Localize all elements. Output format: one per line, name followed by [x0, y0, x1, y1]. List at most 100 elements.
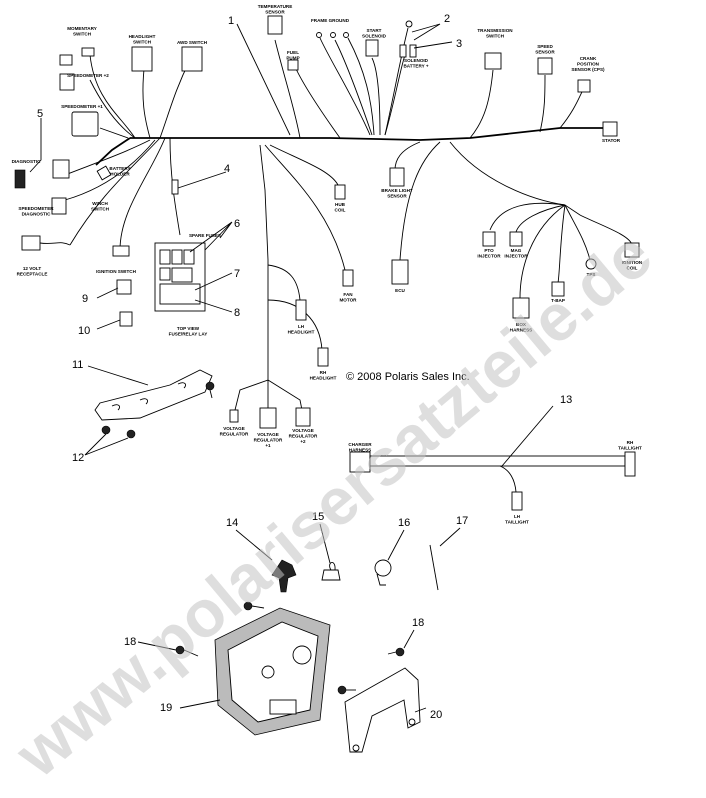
speedometer-1-label-line: SPEEDOMETER +1	[61, 104, 103, 109]
volt-receptacle-label-line: 12 VOLT	[23, 266, 41, 271]
speedometer-diagnostic-label-line: SPEEDOMETER	[18, 206, 54, 211]
stator-label: STATOR	[602, 138, 621, 143]
tps-label: TPS	[587, 272, 596, 277]
crank-position-sensor-label-line: POSITION	[577, 61, 600, 66]
stator-label-line: STATOR	[602, 138, 621, 143]
ecu-label-line: ECU	[395, 288, 405, 293]
speedometer-1-label: SPEEDOMETER +1	[61, 104, 103, 109]
callout-leaders	[29, 23, 554, 713]
lh-headlight-label-line: HEADLIGHT	[288, 329, 315, 334]
voltage-regulator-label-line: REGULATOR	[220, 431, 249, 436]
momentary-switch-label-line: SWITCH	[73, 31, 92, 36]
spare-fuses-label: SPARE FUSES	[189, 233, 221, 238]
pto-injector-label-line: PTO	[484, 248, 494, 253]
fuel-pump-label-line: PUMP	[286, 55, 299, 60]
battery-holder-label-line: BATTERY	[109, 166, 130, 171]
callout-18-right: 18	[412, 617, 424, 629]
callout-11: 11	[72, 359, 83, 371]
crank-position-sensor-label-line: CRANK	[580, 56, 597, 61]
awd-switch-label: AWD SWITCH	[177, 40, 208, 45]
winch-switch-label-line: WINCH	[92, 201, 108, 206]
voltage-regulator-1-label-line: +1	[265, 443, 271, 448]
tbap-label: T-BAP	[551, 298, 565, 303]
callout-7: 7	[234, 268, 240, 280]
solenoid-battery-label-line: BATTERY +	[403, 63, 428, 68]
brake-light-sensor-label-line: SENSOR	[387, 193, 407, 198]
temperature-sensor-label-line: SENSOR	[265, 9, 285, 14]
callout-6: 6	[234, 218, 240, 230]
speedometer-diagnostic-label-line: DIAGNOSTIC	[22, 211, 52, 216]
bracket-20	[344, 667, 421, 753]
box-harness-label-line: BOX	[516, 322, 527, 327]
box-harness-label-line: HARNESS	[510, 327, 532, 332]
transmission-switch-label-line: SWITCH	[486, 33, 505, 38]
ignition-switch-label: IGNITION SWITCH	[96, 269, 136, 274]
callout-2: 2	[444, 13, 450, 25]
speedometer-2-label: SPEEDOMETER +2	[67, 73, 109, 78]
headlight-switch-label-line: HEADLIGHT	[129, 34, 156, 39]
watermark: www.polarisersatzteile.de	[1, 217, 666, 791]
copyright-notice: © 2008 Polaris Sales Inc.	[346, 371, 470, 383]
callout-4: 4	[224, 163, 230, 175]
fan-motor-label-line: FAN	[343, 292, 353, 297]
battery-holder-label-line: HOLDER	[110, 171, 130, 176]
ignition-coil-label-line: COIL	[627, 265, 638, 270]
callout-19: 19	[160, 702, 172, 714]
transmission-switch-label-line: TRANSMISSION	[477, 28, 513, 33]
winch-switch-label-line: SWITCH	[91, 206, 110, 211]
pto-injector-label-line: INJECTOR	[477, 253, 501, 258]
callout-9: 9	[82, 293, 88, 305]
awd-switch-label-line: AWD SWITCH	[177, 40, 208, 45]
callout-1: 1	[228, 15, 234, 27]
callout-17: 17	[456, 515, 468, 527]
hub-coil-label-line: COIL	[335, 207, 346, 212]
callout-13: 13	[560, 394, 572, 406]
callout-18-left: 18	[124, 636, 136, 648]
mounting-plate-11	[94, 369, 215, 439]
voltage-regulator-1-label-line: VOLTAGE	[257, 432, 279, 437]
fuse-box-view-label-line: FUSE/RELAY LAY	[169, 331, 208, 336]
solenoid-battery-label-line: SOLENOID	[404, 58, 429, 63]
ignition-coil-label-line: IGNITION	[622, 260, 643, 265]
callout-numbers: 1 2 3 4 5 6 7 8 9 10 11 12 13 14 15 16 1…	[37, 13, 572, 721]
voltage-regulator-label-line: VOLTAGE	[223, 426, 245, 431]
control-module-19	[175, 601, 405, 736]
start-solenoid-label-line: START	[367, 28, 382, 33]
wire-clips	[271, 544, 439, 593]
crank-position-sensor-label-line: SENSOR (CPS)	[571, 67, 605, 72]
rear-harness-13	[349, 451, 636, 511]
callout-15: 15	[312, 511, 324, 523]
fuse-box-view-label-line: TOP VIEW	[177, 326, 200, 331]
tps-label-line: TPS	[587, 272, 596, 277]
mag-injector-label-line: MAG	[511, 248, 522, 253]
frame-ground-label: FRAME GROUND	[311, 18, 350, 23]
lh-taillight-label-line: TAILLIGHT	[505, 519, 529, 524]
voltage-regulator-2-label-line: REGULATOR	[289, 433, 318, 438]
volt-receptacle-label-line: RECEPTACLE	[17, 271, 48, 276]
mag-injector-label-line: INJECTOR	[504, 253, 528, 258]
connectors	[14, 15, 640, 429]
hub-coil-label-line: HUB	[335, 202, 346, 207]
voltage-regulator-2-label-line: +2	[300, 439, 306, 444]
